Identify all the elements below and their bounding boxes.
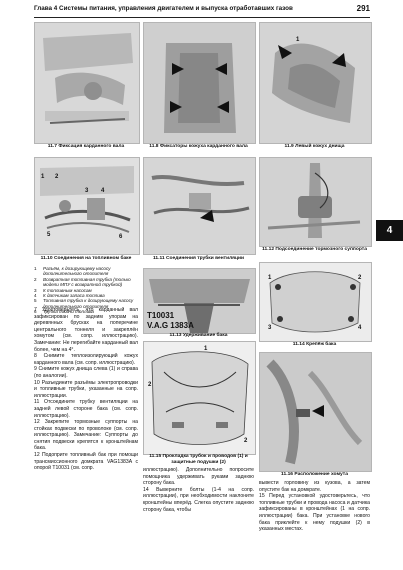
fig10-label-1: 1 (41, 174, 45, 180)
fig10-label-4: 4 (101, 188, 105, 194)
paragraph: 15 Перед установкой удостоверьтесь, что … (259, 493, 370, 533)
fig15-label-2b: 2 (244, 438, 248, 444)
caption-11-7: 11.7 Фиксация карданного вала (47, 144, 125, 149)
chapter-tab: 4 (376, 220, 403, 241)
brake-caliper-photo (260, 158, 371, 246)
fig14-label-2: 2 (358, 275, 362, 281)
fuel-tank-connections-photo (35, 158, 139, 254)
figure-11-10: 1 2 3 4 5 6 (34, 157, 140, 255)
paragraph: 12 Подоприте топливный бак при помощи тр… (34, 452, 138, 472)
paragraph: 14 Выверните болты (1-4 на сопр. иллюстр… (143, 486, 254, 513)
clamp-location-photo (260, 353, 371, 471)
fig10-label-3: 3 (85, 188, 89, 194)
header-rule (34, 17, 370, 18)
page-header: Глава 4 Системы питания, управления двиг… (34, 4, 370, 18)
vent-pipe-photo (144, 158, 255, 254)
caption-11-13: 11.13 Удерживание бака (169, 333, 228, 338)
tool-number-label: T10031 (147, 311, 175, 320)
figure-11-11 (143, 157, 256, 255)
figure-11-15: 1 2 2 (143, 341, 256, 455)
figure-11-9: 1 (259, 22, 372, 144)
tank-routing-drawing (144, 342, 255, 454)
caption-11-8: 11.8 Фиксаторы кожуха карданного вала (149, 144, 248, 149)
figure-11-16 (259, 352, 372, 472)
caption-11-16: 11.16 Расположение хомута (281, 472, 348, 477)
caption-11-9: 11.9 Левый кожух днища (284, 144, 345, 149)
body-column-1: 7 Удостоверьтесь, что карданный вал зафи… (34, 307, 138, 472)
caption-11-11: 11.11 Соединения трубки вентиляции (152, 256, 245, 261)
fig14-label-1: 1 (268, 275, 272, 281)
chapter-title: Глава 4 Системы питания, управления двиг… (34, 5, 293, 12)
figure-11-12 (259, 157, 372, 247)
figure-11-7 (34, 22, 140, 144)
body-column-3: вывести горловину из кузова, а затем опу… (259, 480, 370, 533)
caption-11-12: 11.12 Подсоединение тормозного суппорта (262, 247, 367, 252)
fig9-label-1: 1 (296, 37, 300, 43)
fig14-label-4: 4 (358, 325, 362, 331)
tank-fasteners-drawing (260, 263, 371, 341)
fig15-label-1: 1 (204, 346, 208, 352)
paragraph: иллюстрацию). Дополнительно попросите по… (143, 467, 254, 487)
tool-brand-label: V.A.G 1383A (147, 321, 194, 330)
underbody-cover-photo (260, 23, 371, 143)
fig10-label-5: 5 (47, 232, 51, 238)
driveshaft-photo (35, 23, 139, 143)
figure-11-8 (143, 22, 256, 144)
page-number: 291 (356, 4, 370, 13)
driveshaft-cover-photo (144, 23, 255, 143)
caption-11-15: 11.15 Прокладка трубок и проводов (1) и … (149, 454, 248, 465)
paragraph: 12 Закрепите тормозные суппорты на стойк… (34, 419, 138, 452)
caption-11-14: 11.14 Крепёж бака (292, 342, 337, 347)
paragraph: 11 Отсоедините трубку вентиляции на задн… (34, 399, 138, 419)
paragraph: 8 Снимите теплоизолирующий кожух карданн… (34, 353, 138, 366)
tank-support-photo (144, 269, 255, 333)
paragraph: 9 Снимите кожух днища слева (1) и справа… (34, 366, 138, 379)
fig14-label-3: 3 (268, 325, 272, 331)
paragraph: 10 Разъедините разъёмы электропроводки и… (34, 379, 138, 399)
paragraph: 7 Удостоверьтесь, что карданный вал зафи… (34, 307, 138, 353)
fig15-label-2: 2 (148, 382, 152, 388)
paragraph: вывести горловину из кузова, а затем опу… (259, 480, 370, 493)
fig10-label-2: 2 (55, 174, 59, 180)
caption-11-10: 11.10 Соединения на топливном баке (40, 256, 132, 261)
figure-11-14: 1 2 3 4 (259, 262, 372, 342)
figure-11-13: T10031 V.A.G 1383A (143, 268, 256, 334)
fig10-label-6: 6 (119, 234, 123, 240)
body-column-2: иллюстрацию). Дополнительно попросите по… (143, 467, 254, 513)
